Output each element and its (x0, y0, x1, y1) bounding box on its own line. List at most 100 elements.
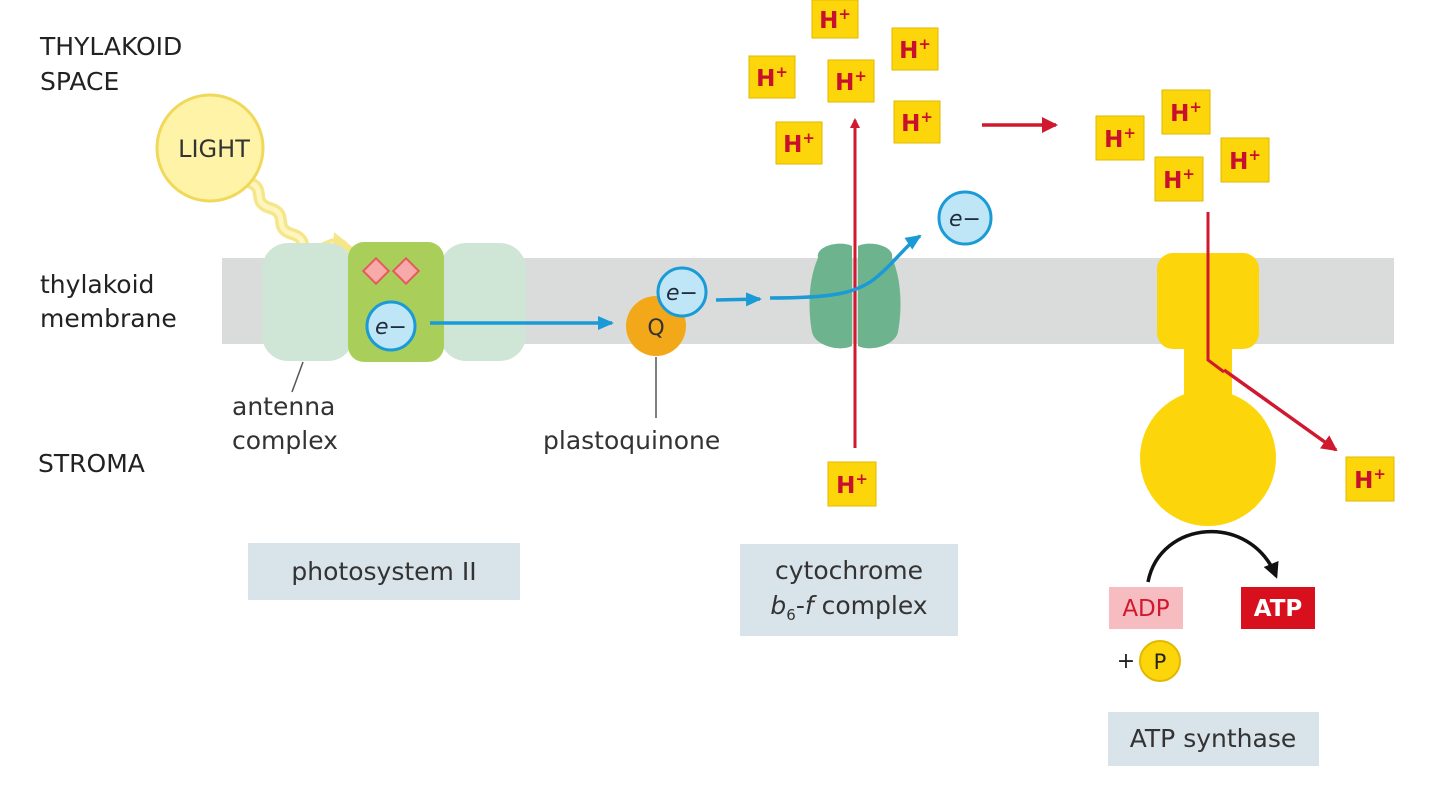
thylakoid-space-label-line2: SPACE (40, 67, 119, 96)
electron-psii (365, 300, 417, 352)
svg-text:H+: H+ (1354, 465, 1386, 494)
svg-text:e−: e− (375, 315, 407, 340)
proton-symbol: H (1104, 127, 1123, 153)
electron-symbol: e (949, 207, 963, 232)
membrane-label-line2: membrane (40, 304, 177, 333)
proton-h-plus: H+ (748, 55, 796, 99)
proton-symbol: H (1163, 168, 1182, 194)
proton-symbol: H (1354, 468, 1373, 494)
svg-text:H+: H+ (756, 63, 788, 92)
proton-charge: + (1248, 146, 1261, 164)
antenna-label-line2: complex (232, 426, 338, 455)
proton-h-plus: H+ (1161, 89, 1211, 135)
svg-text:H+: H+ (819, 5, 851, 34)
light-sun (155, 93, 265, 203)
proton-symbol: H (901, 111, 920, 137)
proton-h-plus: H+ (1095, 115, 1145, 161)
photosystem-ii-label-box (248, 543, 520, 600)
proton-charge: + (775, 63, 788, 81)
proton-symbol: H (783, 132, 802, 158)
proton-charge: + (802, 129, 815, 147)
pigment-diamond-1 (361, 256, 391, 286)
atp-label: ATP (1254, 596, 1303, 622)
light-wave (242, 176, 348, 257)
pigment-diamond-2 (391, 256, 421, 286)
atp-formation-arrow (1146, 529, 1279, 583)
svg-text:H+: H+ (1104, 124, 1136, 153)
electron-arrow-out (769, 234, 922, 300)
antenna-callout-line (291, 361, 304, 393)
adp-label: ADP (1122, 596, 1169, 622)
svg-text:H+: H+ (1229, 146, 1261, 175)
antenna-complex-left (262, 243, 354, 361)
proton-symbol: H (836, 473, 855, 499)
proton-symbol: H (1170, 101, 1189, 127)
proton-h-plus: H+ (1220, 137, 1270, 183)
cytochrome-label-line2: b6-f complex (770, 591, 927, 624)
svg-text:H+: H+ (1170, 98, 1202, 127)
plus-sign: + (1117, 649, 1135, 674)
cytochrome-label-box (740, 544, 958, 636)
plastoquinone-label: plastoquinone (543, 426, 720, 455)
proton-symbol: H (1229, 149, 1248, 175)
proton-h-plus: H+ (827, 59, 875, 103)
proton-charge: + (918, 35, 931, 53)
electron-symbol: e (666, 281, 680, 306)
membrane-label-line1: thylakoid (40, 270, 154, 299)
proton-charge: + (854, 67, 867, 85)
electron-arrow-to-cytochrome (715, 292, 762, 307)
atp-box (1241, 587, 1315, 629)
photosystem-ii-label: photosystem II (291, 557, 476, 586)
proton-h-plus: H+ (775, 121, 823, 165)
electron-symbol: e (375, 315, 389, 340)
svg-text:H+: H+ (1163, 165, 1195, 194)
proton-charge: + (920, 108, 933, 126)
proton-charge: + (838, 5, 851, 23)
electron-q (656, 266, 708, 318)
svg-text:H+: H+ (901, 108, 933, 137)
cytochrome-right-half (858, 243, 901, 349)
proton-charge: + (1373, 465, 1386, 483)
phosphate-label: P (1154, 650, 1167, 674)
light-label: LIGHT (178, 135, 250, 163)
thylakoid-space-label-line1: THYLAKOID (39, 32, 182, 61)
atp-synthase-label: ATP synthase (1130, 724, 1297, 753)
svg-text:e−: e− (949, 207, 981, 232)
proton-charge: + (1189, 98, 1202, 116)
svg-text:H+: H+ (899, 35, 931, 64)
proton-h-plus: H+ (891, 27, 939, 71)
proton-h-plus: H+ (1154, 156, 1204, 202)
atp-synthase-label-box (1108, 712, 1319, 766)
antenna-complex-right (440, 243, 526, 361)
proton-charge: + (1123, 124, 1136, 142)
electron-charge: − (963, 207, 981, 232)
electron-charge: − (680, 281, 698, 306)
svg-text:e−: e− (666, 281, 698, 306)
proton-h-plus: H+ (811, 0, 859, 39)
antenna-label-line1: antenna (232, 392, 335, 421)
proton-charge: + (1182, 165, 1195, 183)
phosphate-circle (1139, 640, 1181, 682)
svg-text:H+: H+ (783, 129, 815, 158)
svg-text:H+: H+ (836, 470, 868, 499)
proton-symbol: H (899, 38, 918, 64)
proton-channel-line (1206, 212, 1225, 374)
stroma-label: STROMA (38, 449, 145, 478)
plastoquinone-symbol: Q (647, 316, 664, 341)
proton-arrow-out (1222, 368, 1338, 452)
proton-h-plus: H+ (1345, 456, 1395, 502)
electron-charge: − (389, 315, 407, 340)
proton-h-plus: H+ (827, 461, 877, 507)
svg-text:H+: H+ (835, 67, 867, 96)
cytochrome-label-line1: cytochrome (775, 556, 923, 585)
proton-charge: + (855, 470, 868, 488)
adp-box (1109, 587, 1183, 629)
proton-h-plus: H+ (893, 100, 941, 144)
atp-synthase-head (1140, 390, 1276, 526)
electron-cytochrome (937, 190, 993, 246)
proton-symbol: H (819, 8, 838, 34)
proton-symbol: H (756, 66, 775, 92)
proton-symbol: H (835, 70, 854, 96)
